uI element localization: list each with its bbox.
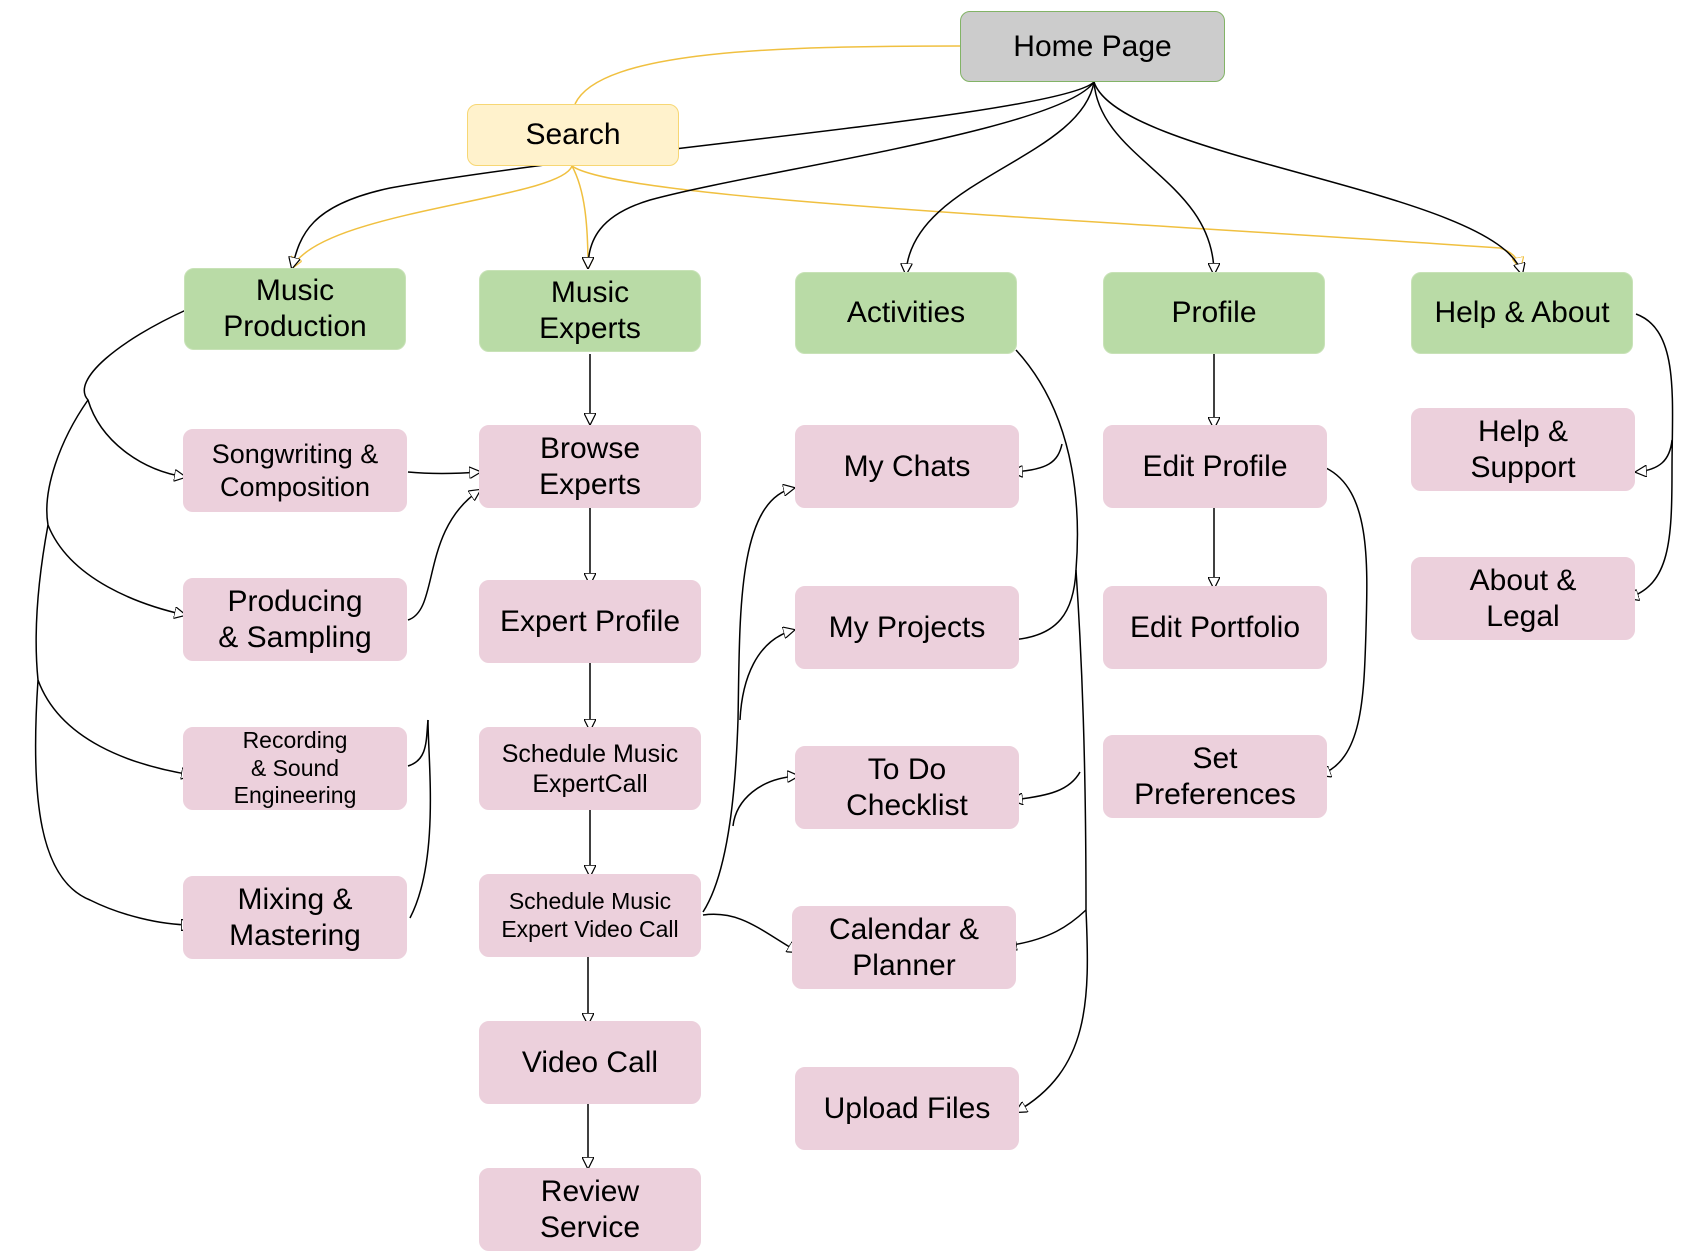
edge-home-to-profile [1093, 81, 1214, 274]
edge-activities-main-line [1016, 349, 1089, 1112]
section-activities: Activities [795, 272, 1017, 354]
edge-search-to-help-about [571, 165, 1520, 268]
page-my-chats: My Chats [795, 425, 1019, 508]
page-upload-files: Upload Files [795, 1067, 1019, 1150]
edge-search-to-music-production [292, 165, 573, 268]
page-songwriting: Songwriting & Composition [183, 429, 407, 512]
edge-help-about-to-help-support [1636, 439, 1673, 472]
edge-home-to-music-production [292, 81, 1095, 268]
page-review-service: Review Service [479, 1168, 701, 1251]
page-video-call: Video Call [479, 1021, 701, 1104]
edge-songwriting-to-browse [407, 472, 480, 474]
page-mixing: Mixing & Mastering [183, 876, 407, 959]
edge-music-production-to-songwriting [83, 309, 186, 477]
edge-recording-to-browse [407, 719, 429, 767]
section-music-experts: Music Experts [479, 270, 701, 352]
edge-home-to-help-about [1093, 81, 1522, 274]
page-recording: Recording & Sound Engineering [183, 727, 407, 810]
page-browse-experts: Browse Experts [479, 425, 701, 508]
edge-music-production-to-producing [46, 399, 185, 615]
section-help-about: Help & About [1411, 272, 1633, 354]
page-set-preferences: Set Preferences [1103, 735, 1327, 818]
edge-home-to-activities [906, 81, 1095, 274]
page-expert-profile: Expert Profile [479, 580, 701, 663]
edge-music-production-to-mixing [34, 679, 192, 925]
edge-mixing-to-browse [409, 719, 432, 919]
page-edit-profile: Edit Profile [1103, 425, 1327, 508]
section-music-production: Music Production [184, 268, 406, 350]
edge-activities-to-my-projects [1008, 569, 1077, 640]
edge-video-call-to-my-projects [739, 630, 794, 721]
edge-activities-to-my-chats [1012, 443, 1063, 472]
search-node: Search [467, 104, 679, 166]
section-profile: Profile [1103, 272, 1325, 354]
page-calendar-planner: Calendar & Planner [792, 906, 1016, 989]
edge-producing-to-browse [407, 490, 480, 621]
page-about-legal: About & Legal [1411, 557, 1635, 640]
edge-search-to-music-experts [571, 165, 588, 268]
edge-home-to-music-experts [588, 81, 1095, 268]
page-schedule-video-call: Schedule Music Expert Video Call [479, 874, 701, 957]
edge-music-production-to-recording [35, 524, 192, 775]
edge-activities-to-todo [1012, 771, 1081, 800]
page-edit-portfolio: Edit Portfolio [1103, 586, 1327, 669]
page-todo-checklist: To Do Checklist [795, 746, 1019, 829]
page-producing: Producing & Sampling [183, 578, 407, 661]
edge-video-call-to-calendar [702, 913, 798, 952]
edge-activities-to-calendar [1006, 909, 1087, 946]
home-page-node: Home Page [960, 11, 1225, 82]
edge-video-call-to-my-chats [702, 488, 794, 913]
page-my-projects: My Projects [795, 586, 1019, 669]
page-help-support: Help & Support [1411, 408, 1635, 491]
edge-edit-profile-to-preferences [1320, 467, 1368, 775]
edge-video-call-to-todo [732, 776, 798, 827]
edge-home-to-search [574, 45, 961, 105]
edge-help-about-main [1628, 313, 1674, 598]
page-schedule-call: Schedule Music ExpertCall [479, 727, 701, 810]
